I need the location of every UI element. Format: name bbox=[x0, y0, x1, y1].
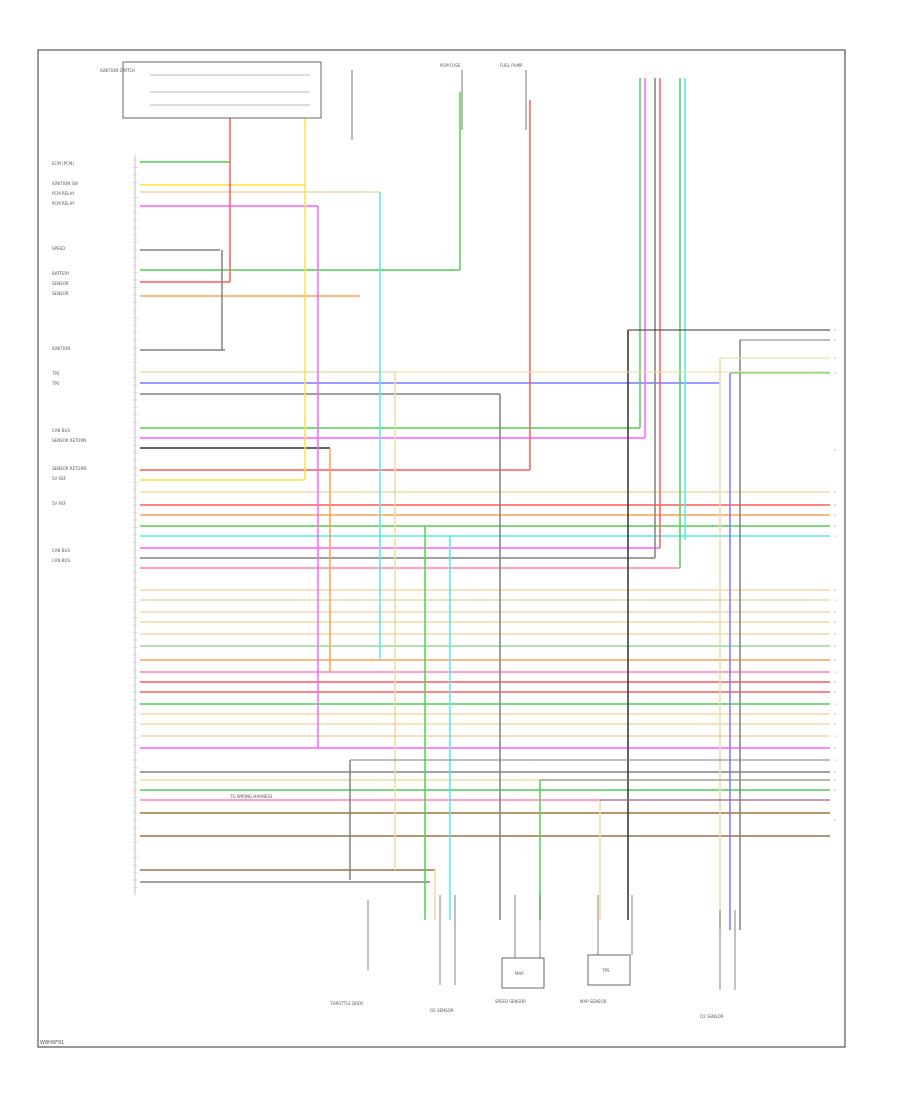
right-pin: • bbox=[834, 691, 836, 695]
left-label: IGNITION SW bbox=[52, 181, 78, 186]
right-pin: • bbox=[834, 621, 836, 625]
right-pin: • bbox=[834, 633, 836, 637]
pcm-fuse-label: PCM FUSE bbox=[440, 63, 461, 68]
right-pin: • bbox=[834, 599, 836, 603]
throttle-label: THROTTLE BODY bbox=[329, 1001, 364, 1006]
right-pin: • bbox=[834, 491, 836, 495]
right-pin: • bbox=[834, 779, 836, 783]
ignition-switch-label: IGNITION SWITCH bbox=[100, 68, 135, 73]
right-pin: • bbox=[834, 329, 836, 333]
right-pin: • bbox=[834, 525, 836, 529]
left-label: SENSOR RETURN bbox=[52, 438, 86, 443]
right-pin: • bbox=[834, 747, 836, 751]
right-pin: • bbox=[834, 535, 836, 539]
map-box-label: MAP bbox=[515, 971, 524, 976]
right-pin: • bbox=[834, 723, 836, 727]
left-label: SPEED bbox=[52, 246, 65, 251]
wire-group bbox=[140, 78, 830, 990]
diagram-code: W8H9F91 bbox=[40, 1040, 65, 1046]
tps-sensor-box: TPS bbox=[587, 954, 631, 986]
right-pin: • bbox=[834, 372, 836, 376]
left-label: IGNITION bbox=[52, 346, 70, 351]
right-pin: • bbox=[834, 357, 836, 361]
left-label: 5V REF bbox=[52, 476, 67, 481]
connector-group: • • • • • • • • • • • • • • • • • • • • • • • • • • • • • • bbox=[132, 70, 836, 895]
right-pin: • bbox=[834, 671, 836, 675]
harness-note: TO WIRING HARNESS bbox=[229, 794, 273, 799]
left-label: CAN BUS bbox=[52, 548, 70, 553]
left-label: ECM (PCM) bbox=[52, 161, 74, 166]
left-label: BATTERY bbox=[52, 271, 70, 276]
map-sensor-box: MAP bbox=[501, 957, 545, 989]
left-label: TPS bbox=[51, 371, 60, 376]
right-pin: • bbox=[834, 339, 836, 343]
right-pin: • bbox=[834, 645, 836, 649]
left-label: SENSOR bbox=[52, 281, 69, 286]
diagram-frame bbox=[37, 49, 846, 1048]
left-label: SENSOR bbox=[52, 291, 69, 296]
right-pin: • bbox=[834, 504, 836, 508]
right-pin: • bbox=[834, 514, 836, 518]
right-pin: • bbox=[834, 735, 836, 739]
right-pin: • bbox=[834, 819, 836, 823]
right-pin: • bbox=[834, 611, 836, 615]
right-pin: • bbox=[834, 589, 836, 593]
speed-label: SPEED SENSOR bbox=[495, 999, 526, 1004]
ignition-switch-block: IGNITION SWITCH bbox=[100, 61, 322, 119]
o2-label: O2 SENSOR bbox=[430, 1008, 454, 1013]
left-label-column: ECM (PCM) IGNITION SW PCM RELAY PCM RELAY SP… bbox=[51, 161, 86, 563]
left-label: PCM RELAY bbox=[52, 191, 75, 196]
right-pin: • bbox=[834, 759, 836, 763]
o2-right-label: O2 SENSOR bbox=[700, 1014, 724, 1019]
left-label: 5V REF bbox=[52, 501, 67, 506]
pcm-fuse-block: PCM FUSE FUEL PUMP bbox=[440, 63, 523, 68]
right-pin: • bbox=[834, 713, 836, 717]
right-pin: • bbox=[834, 659, 836, 663]
left-label: CAN BUS bbox=[52, 428, 70, 433]
right-pin: • bbox=[834, 681, 836, 685]
right-pin: • bbox=[834, 703, 836, 707]
tps-box-label: TPS bbox=[601, 968, 610, 973]
right-pin: • bbox=[834, 789, 836, 793]
right-pin: • bbox=[834, 449, 836, 453]
left-label: TPS bbox=[51, 381, 60, 386]
left-label: CAN BUS bbox=[52, 558, 70, 563]
fuel-pump-label: FUEL PUMP bbox=[500, 63, 523, 68]
left-label: PCM RELAY bbox=[52, 201, 75, 206]
map-label: MAP SENSOR bbox=[580, 999, 607, 1004]
left-label: SENSOR RETURN bbox=[52, 466, 86, 471]
right-pin: • bbox=[834, 771, 836, 775]
